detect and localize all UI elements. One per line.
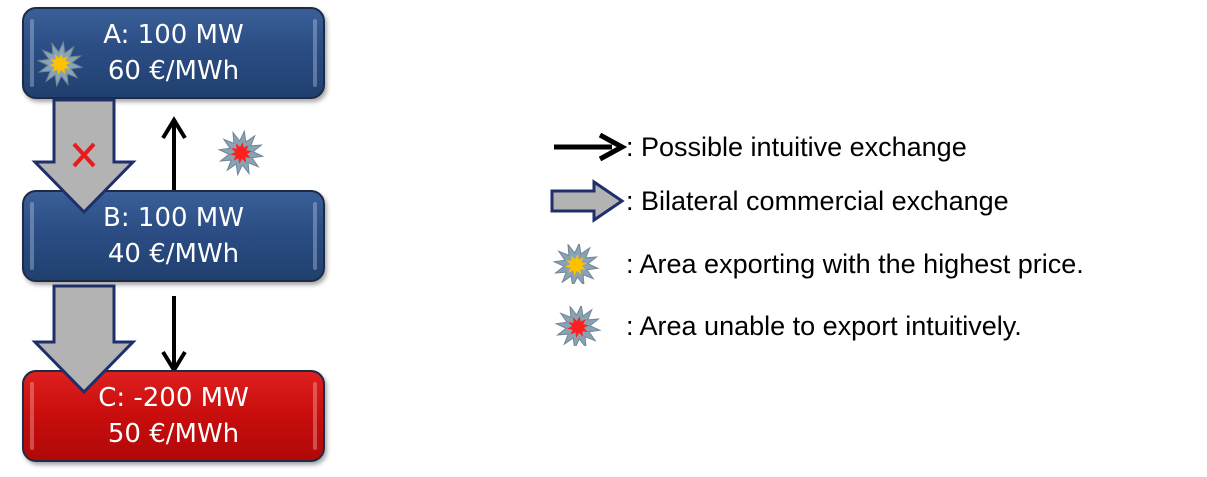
- area-b-price: 40 €/MWh: [107, 239, 240, 269]
- black-arrow-icon: [554, 132, 628, 162]
- box-highlight-right: [313, 202, 317, 270]
- legend-unable-text: : Area unable to export intuitively.: [626, 311, 1022, 341]
- box-highlight-right: [313, 382, 317, 450]
- yellow-starburst-shape: [552, 244, 600, 284]
- red-starburst-shape: [554, 306, 602, 346]
- box-highlight-left: [30, 19, 34, 87]
- area-b-box: B: 100 MW 40 €/MWh: [22, 190, 325, 282]
- box-highlight-left: [30, 202, 34, 270]
- area-b-label: B: 100 MW: [103, 203, 244, 233]
- area-a-box: A: 100 MW 60 €/MWh: [22, 7, 325, 99]
- block-arrow-icon: [550, 179, 625, 223]
- arrow-b-to-a-intuitive: [161, 116, 187, 192]
- red-starburst-icon: [217, 129, 265, 177]
- arrow-b-to-c-intuitive: [161, 296, 187, 374]
- red-starburst-icon: [554, 306, 602, 346]
- yellow-starburst-icon: [552, 244, 600, 284]
- legend-commercial-text: : Bilateral commercial exchange: [626, 186, 1009, 216]
- legend-highest-price-text: : Area exporting with the highest price.: [626, 249, 1084, 279]
- box-highlight-left: [30, 382, 34, 450]
- area-c-price: 50 €/MWh: [107, 419, 240, 449]
- area-c-label: C: -200 MW: [98, 383, 249, 413]
- area-a-label: A: 100 MW: [103, 20, 244, 50]
- box-highlight-right: [313, 19, 317, 87]
- legend-intuitive-text: : Possible intuitive exchange: [626, 132, 967, 162]
- area-a-price: 60 €/MWh: [107, 56, 240, 86]
- area-c-box: C: -200 MW 50 €/MWh: [22, 370, 325, 462]
